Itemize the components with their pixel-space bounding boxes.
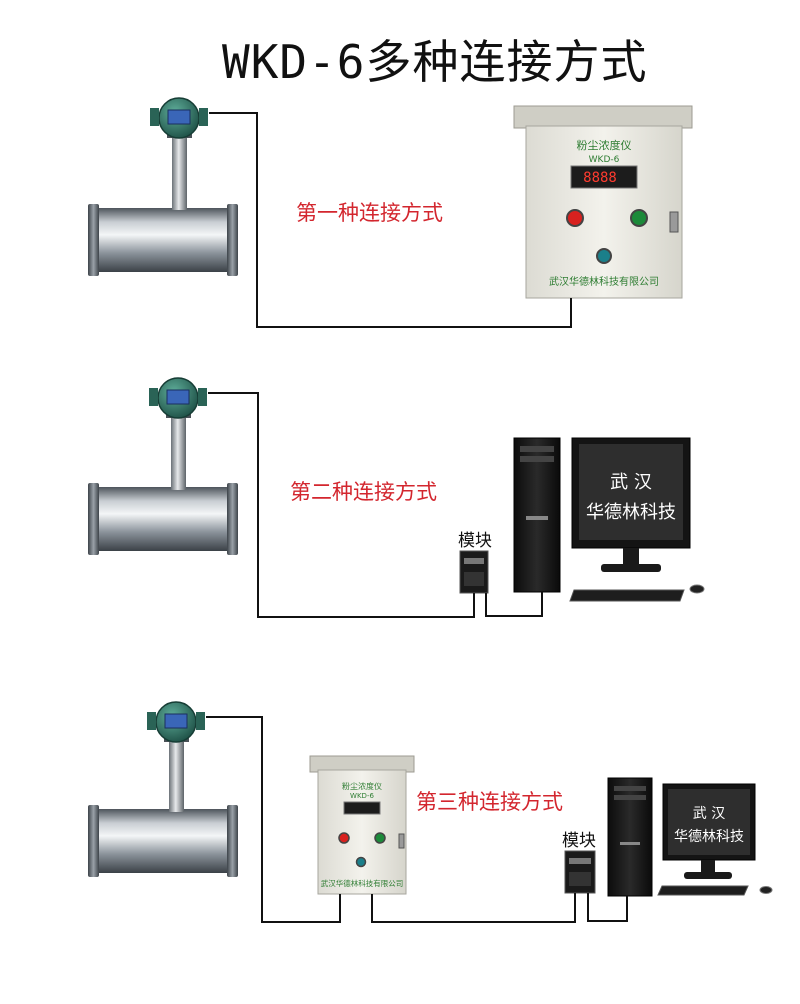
io-module-2	[459, 550, 489, 594]
module-panel	[569, 858, 591, 864]
pipe-body	[97, 487, 229, 551]
flow-transmitter-3	[88, 701, 238, 877]
page-title: WKD-6多种连接方式	[222, 35, 648, 89]
flow-transmitter-1	[88, 97, 238, 276]
transmitter-cap-left	[147, 712, 156, 730]
tower-badge	[526, 516, 548, 520]
monitor-text-line1: 武 汉	[693, 806, 725, 822]
pc-tower-2	[513, 437, 561, 593]
transmitter-cap-right	[196, 712, 205, 730]
cabinet-company: 武汉华德林科技有限公司	[549, 275, 659, 288]
keyboard	[657, 885, 749, 896]
pc-tower-3	[607, 777, 653, 897]
tower-drive	[614, 795, 646, 800]
tower-drive	[614, 786, 646, 791]
cabinet-green-button	[630, 209, 648, 227]
wire-transmitter-module	[208, 392, 475, 618]
pipe-flange-right	[227, 204, 238, 276]
tower-badge	[620, 842, 640, 845]
cabinet-lock	[669, 211, 679, 233]
monitor-text-line2: 华德林科技	[586, 502, 676, 523]
sensor-stem	[172, 134, 187, 210]
monitor-neck	[623, 548, 639, 566]
io-module-3	[564, 850, 596, 894]
flow-transmitter-2	[88, 377, 238, 555]
module-label-3: 模块	[562, 831, 596, 851]
cabinet-name: 粉尘浓度仪	[342, 781, 382, 791]
cabinet-red-button	[566, 209, 584, 227]
pipe-body	[97, 809, 229, 873]
pipe-flange-right	[227, 483, 238, 555]
cabinet-model: WKD-6	[350, 792, 374, 800]
cabinet-body	[317, 769, 407, 895]
cabinet-green-button	[374, 832, 386, 844]
wire-transmitter-cabinet	[206, 716, 341, 923]
monitor-stand	[684, 872, 732, 879]
module-vent	[464, 572, 484, 586]
module-panel	[464, 558, 484, 564]
monitor-screen	[668, 789, 750, 855]
sensor-stem	[171, 414, 186, 490]
method-1-label: 第一种连接方式	[296, 201, 443, 225]
cabinet-meter	[343, 801, 381, 815]
pipe-flange-left	[88, 483, 99, 555]
monitor-screen	[579, 444, 683, 540]
pc-monitor-3: 武 汉 华德林科技	[657, 783, 773, 896]
mouse	[689, 584, 705, 594]
cabinet-company: 武汉华德林科技有限公司	[321, 878, 404, 888]
control-cabinet-3: 粉尘浓度仪 WKD-6 武汉华德林科技有限公司	[309, 755, 415, 895]
pipe-flange-left	[88, 805, 99, 877]
method-3-label: 第三种连接方式	[416, 790, 563, 814]
pipe-flange-right	[227, 805, 238, 877]
monitor-text-line2: 华德林科技	[674, 829, 744, 845]
transmitter-display	[167, 109, 191, 125]
wire-cabinet-module	[371, 893, 576, 923]
method-3-group: 粉尘浓度仪 WKD-6 武汉华德林科技有限公司	[88, 701, 773, 923]
tower-drive	[520, 456, 554, 462]
mouse	[759, 886, 773, 894]
wire-module-pc	[485, 592, 543, 617]
cabinet-name: 粉尘浓度仪	[577, 138, 632, 152]
cabinet-meter	[570, 165, 638, 189]
cabinet-body	[525, 125, 683, 299]
monitor-neck	[701, 860, 715, 874]
method-2-label: 第二种连接方式	[290, 480, 437, 504]
monitor-stand	[601, 564, 661, 572]
control-cabinet-1: 粉尘浓度仪 WKD-6 8888 武汉华德林科技有限公司	[513, 105, 693, 299]
module-vent	[569, 872, 591, 886]
cabinet-model: WKD-6	[589, 155, 620, 165]
pc-monitor-2: 武 汉 华德林科技	[569, 437, 705, 602]
tower-drive	[520, 446, 554, 452]
cabinet-reset-button	[355, 856, 367, 868]
transmitter-cap-right	[199, 108, 208, 126]
tower-body	[513, 437, 561, 593]
cabinet-red-button	[338, 832, 350, 844]
transmitter-display	[164, 713, 188, 729]
method-2-group: 武 汉 华德林科技	[88, 377, 705, 618]
transmitter-cap-left	[149, 388, 158, 406]
transmitter-cap-left	[150, 108, 159, 126]
pipe-body	[97, 208, 229, 272]
cabinet-lock	[398, 833, 405, 849]
transmitter-cap-right	[198, 388, 207, 406]
transmitter-display	[166, 389, 190, 405]
cabinet-reset-button	[596, 248, 612, 264]
cabinet-meter-readout: 8888	[583, 170, 617, 186]
wire-module-pc	[587, 893, 628, 922]
method-1-group: 粉尘浓度仪 WKD-6 8888 武汉华德林科技有限公司	[88, 97, 693, 328]
monitor-text-line1: 武 汉	[610, 472, 652, 493]
wire-method-1	[209, 112, 572, 328]
pipe-flange-left	[88, 204, 99, 276]
module-label-2: 模块	[458, 531, 492, 551]
keyboard	[569, 589, 685, 602]
sensor-stem	[169, 738, 184, 812]
cabinet-roof	[513, 105, 693, 129]
